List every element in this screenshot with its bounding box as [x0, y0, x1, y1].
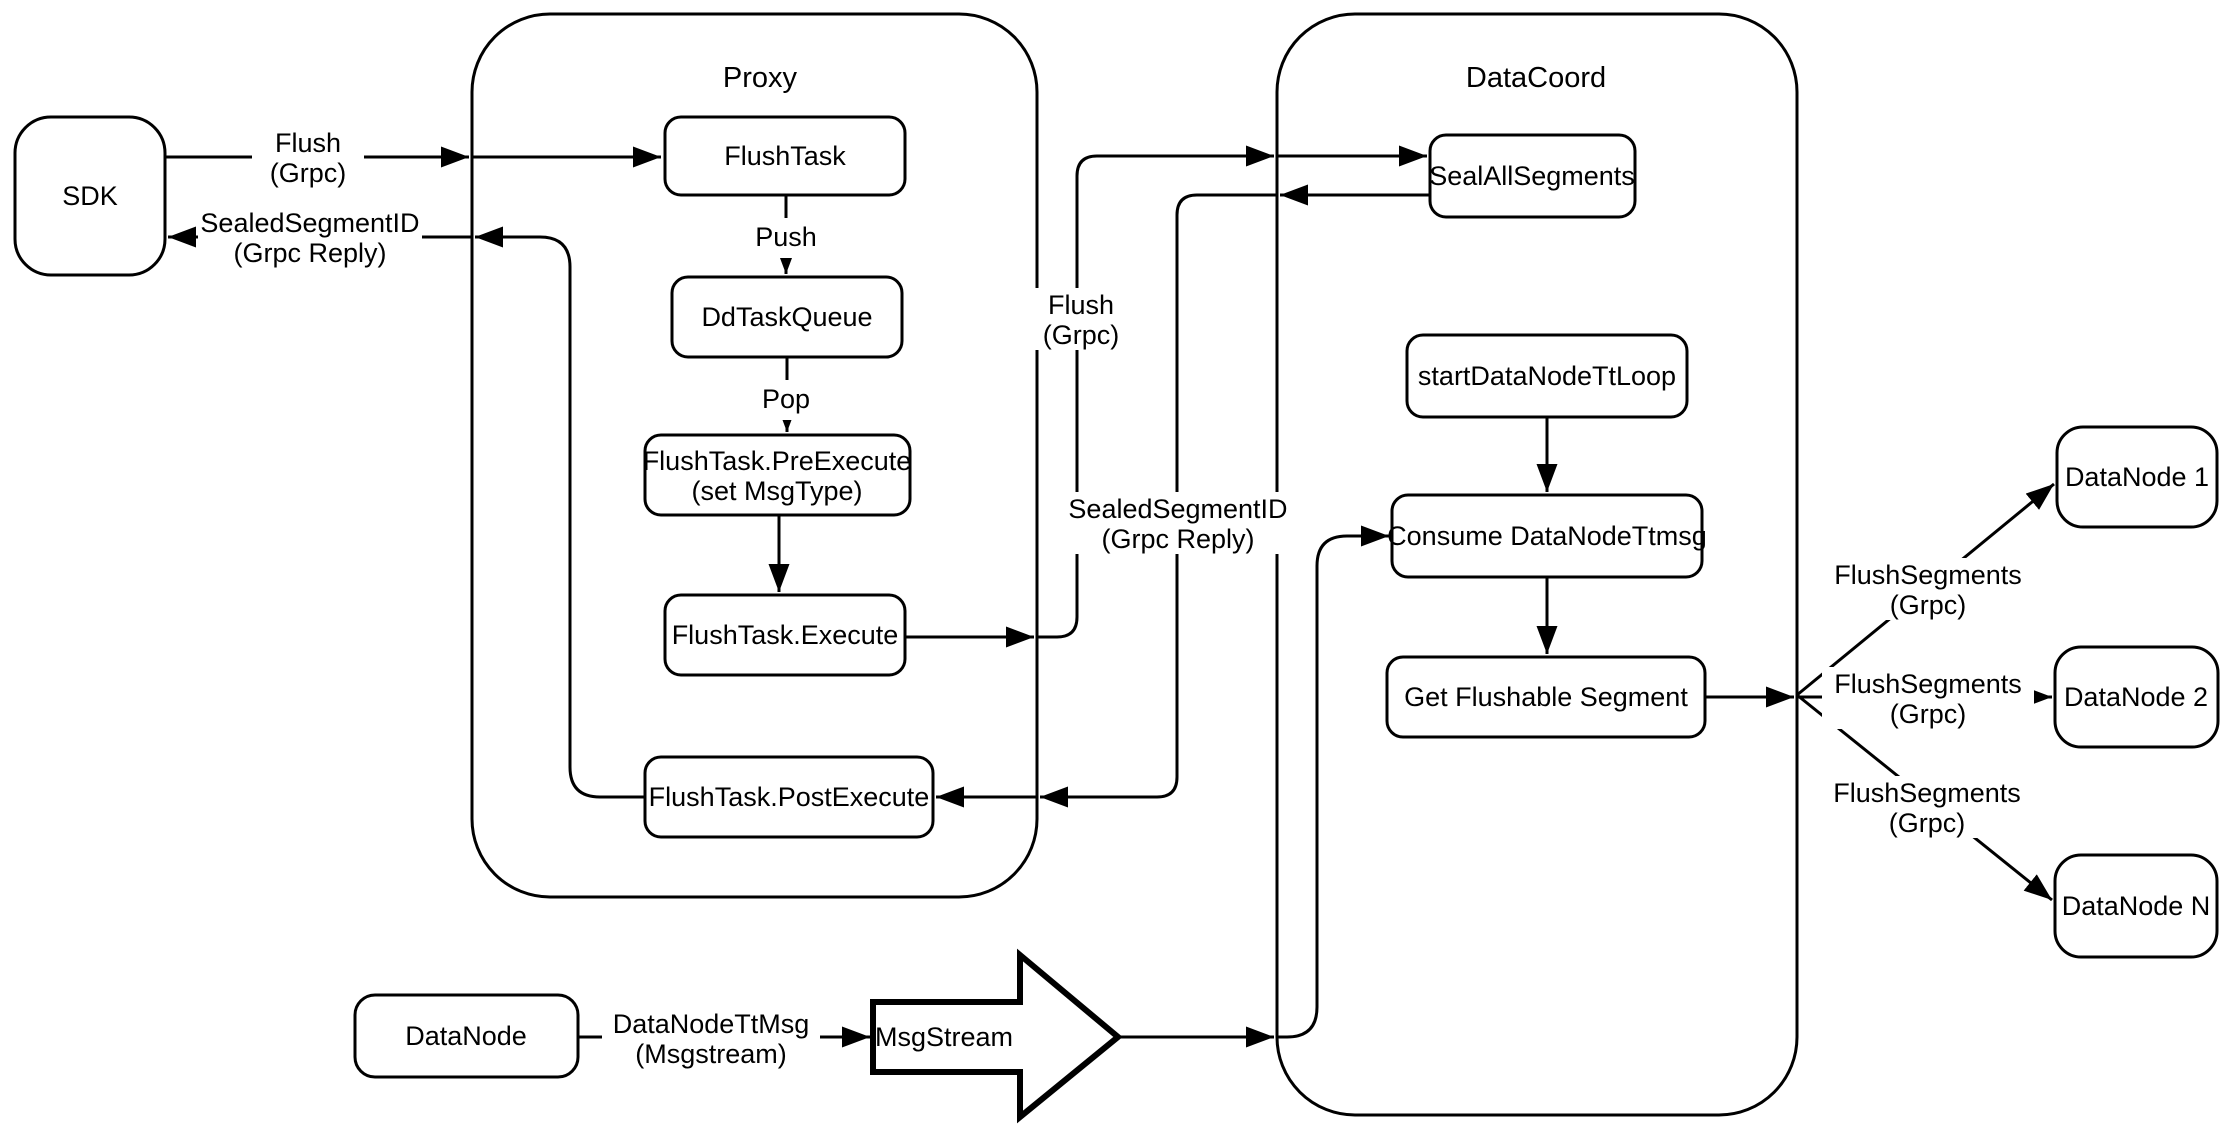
datanode1-node [2055, 425, 2219, 529]
datanoden-label: DataNode N [2062, 891, 2211, 921]
edge-label-sealedsegmentid-datacoord: SealedSegmentID (Grpc Reply) [1066, 492, 1290, 554]
preexecute-label-line1: FlushTask.PreExecute [643, 446, 912, 476]
datanode1-label: DataNode 1 [2065, 462, 2209, 492]
svg-text:(Grpc): (Grpc) [1890, 699, 1967, 729]
msgstream-label: MsgStream [875, 1022, 1013, 1052]
msgstream-arrow-shape [870, 948, 1123, 1124]
edge-label-flushsegments-1: FlushSegments (Grpc) [1822, 558, 2034, 620]
svg-text:(Msgstream): (Msgstream) [635, 1039, 787, 1069]
svg-text:FlushSegments: FlushSegments [1834, 560, 2022, 590]
svg-text:DataNodeTtMsg: DataNodeTtMsg [613, 1009, 810, 1039]
svg-text:Flush: Flush [1048, 290, 1114, 320]
datacoord-container [1275, 12, 1799, 1117]
svg-text:(Grpc): (Grpc) [1043, 320, 1120, 350]
sealallsegments-label: SealAllSegments [1429, 161, 1635, 191]
sdk-node [13, 115, 167, 277]
startdatanodettloop-label: startDataNodeTtLoop [1418, 361, 1676, 391]
datanode2-label: DataNode 2 [2064, 682, 2208, 712]
svg-text:FlushSegments: FlushSegments [1834, 669, 2022, 699]
postexecute-label: FlushTask.PostExecute [649, 782, 930, 812]
svg-text:Push: Push [755, 222, 817, 252]
consumedatanodettmsg-label: Consume DataNodeTtmsg [1387, 521, 1707, 551]
svg-text:SealedSegmentID: SealedSegmentID [200, 208, 419, 238]
getflushablesegment-label: Get Flushable Segment [1404, 682, 1688, 712]
edge-label-push: Push [748, 218, 824, 258]
edge-label-flushsegments-3: FlushSegments (Grpc) [1821, 776, 2033, 838]
execute-label: FlushTask.Execute [672, 620, 899, 650]
edge-label-flush-grpc-sdk: Flush (Grpc) [252, 126, 364, 188]
svg-text:FlushSegments: FlushSegments [1833, 778, 2021, 808]
svg-text:(Grpc): (Grpc) [270, 158, 347, 188]
sdk-label: SDK [62, 181, 118, 211]
edge-label-pop: Pop [754, 380, 818, 420]
preexecute-label-line2: (set MsgType) [691, 476, 862, 506]
svg-text:(Grpc): (Grpc) [1889, 808, 1966, 838]
edge-label-datanodettmsg: DataNodeTtMsg (Msgstream) [602, 1007, 820, 1069]
edge-label-sealedsegmentid-sdk: SealedSegmentID (Grpc Reply) [198, 206, 422, 268]
svg-text:(Grpc): (Grpc) [1890, 590, 1967, 620]
flushtask-label: FlushTask [724, 141, 846, 171]
ddtaskqueue-label: DdTaskQueue [701, 302, 872, 332]
sealallsegments-node [1428, 133, 1637, 219]
edge-label-flush-grpc-datacoord: Flush (Grpc) [1026, 288, 1136, 350]
datacoord-title: DataCoord [1466, 62, 1606, 94]
datanode-label: DataNode [405, 1021, 527, 1051]
edge-datacoord-to-consume [1277, 525, 1389, 1039]
svg-text:(Grpc Reply): (Grpc Reply) [1101, 524, 1254, 554]
edge-proxy-to-datacoord-flush [1037, 145, 1274, 639]
svg-text:(Grpc Reply): (Grpc Reply) [233, 238, 386, 268]
datanode2-node [2053, 645, 2220, 749]
svg-text:SealedSegmentID: SealedSegmentID [1068, 494, 1287, 524]
execute-node [663, 593, 907, 677]
edge-postexecute-to-proxy-edge [475, 226, 645, 799]
proxy-container [470, 12, 1039, 899]
svg-text:Pop: Pop [762, 384, 810, 414]
svg-text:Flush: Flush [275, 128, 341, 158]
proxy-title: Proxy [723, 62, 798, 94]
datanoden-node [2053, 853, 2219, 959]
edge-label-flushsegments-2: FlushSegments (Grpc) [1822, 667, 2034, 729]
